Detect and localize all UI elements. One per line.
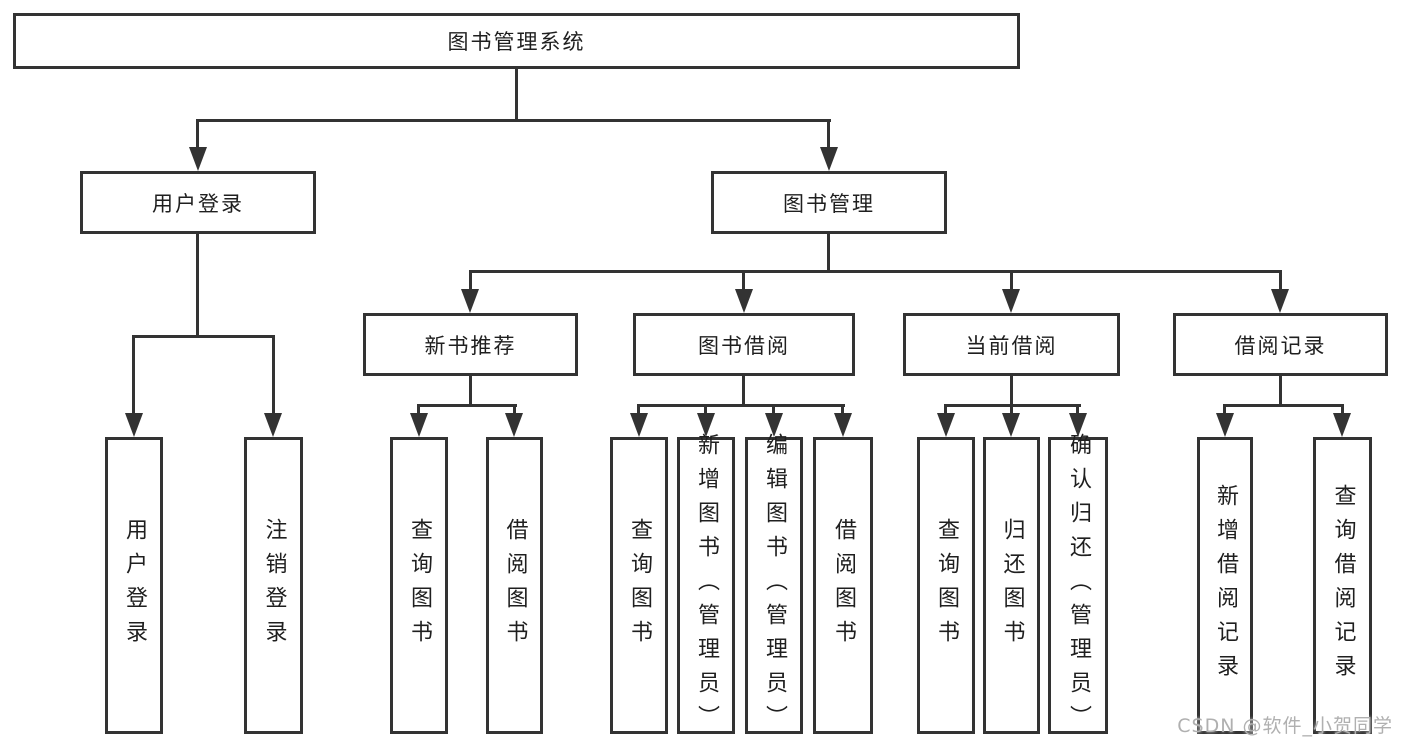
node-borrow-records: 借阅记录 [1173,313,1388,376]
arrow-down-icon [735,289,753,313]
connector-line [742,270,745,291]
leaf-query-borrow-record-label: 查询借阅记录 [1330,483,1356,688]
connector-line [772,404,775,415]
connector-line [1279,270,1282,291]
connector-line [196,234,199,338]
node-book-borrow: 图书借阅 [633,313,855,376]
arrow-down-icon [410,413,428,437]
connector-line [196,119,199,151]
leaf-user-login: 用户登录 [105,437,163,734]
arrow-down-icon [820,147,838,171]
node-user-login: 用户登录 [80,171,316,234]
node-book-borrow-label: 图书借阅 [698,333,790,358]
leaf-query-books-3-label: 查询图书 [934,517,959,654]
connector-line [841,404,844,415]
connector-line [1010,404,1013,415]
leaf-query-books-3: 查询图书 [917,437,975,734]
arrow-down-icon [937,413,955,437]
leaf-borrow-books-1-label: 借阅图书 [502,517,528,654]
connector-line [1341,404,1344,415]
arrow-down-icon [1002,289,1020,313]
connector-line [417,404,420,415]
leaf-borrow-books-1: 借阅图书 [486,437,543,734]
arrow-down-icon [1002,413,1020,437]
arrow-down-icon [697,413,715,437]
leaf-edit-book-admin-label: 编辑图书（管理员） [762,432,787,739]
connector-line [1010,376,1013,407]
node-new-book-recommend-label: 新书推荐 [424,333,517,358]
leaf-confirm-return-admin: 确认归还（管理员） [1048,433,1108,739]
leaf-return-books-label: 归还图书 [999,517,1025,654]
connector-line [469,376,472,407]
connector-line [132,335,135,415]
leaf-borrow-books-2: 借阅图书 [813,437,873,734]
connector-line [196,119,831,122]
arrow-down-icon [765,413,783,437]
connector-line [513,404,516,415]
node-root-label: 图书管理系统 [447,30,586,54]
connector-line [1223,404,1344,407]
connector-line [827,119,830,151]
leaf-query-books-2: 查询图书 [610,437,668,734]
connector-line [417,404,517,407]
leaf-query-borrow-record: 查询借阅记录 [1313,437,1372,734]
leaf-query-books-1: 查询图书 [390,437,448,734]
connector-line [1076,404,1079,415]
node-current-borrow-label: 当前借阅 [965,333,1058,358]
connector-line [469,270,472,291]
leaf-add-borrow-record: 新增借阅记录 [1197,437,1253,734]
arrow-down-icon [1333,413,1351,437]
csdn-watermark: CSDN @软件_小贺同学 [1177,715,1393,737]
connector-line [1223,404,1226,415]
connector-line [1279,376,1282,407]
arrow-down-icon [1271,289,1289,313]
leaf-query-books-2-label: 查询图书 [627,517,652,654]
node-new-book-recommend: 新书推荐 [363,313,578,376]
leaf-add-book-admin: 新增图书（管理员） [677,433,735,739]
connector-line [272,335,275,415]
arrow-down-icon [189,147,207,171]
node-book-management-label: 图书管理 [783,191,875,216]
arrow-down-icon [264,413,282,437]
connector-line [704,404,707,415]
node-book-management: 图书管理 [711,171,947,234]
node-current-borrow: 当前借阅 [903,313,1120,376]
leaf-add-book-admin-label: 新增图书（管理员） [694,432,719,739]
connector-line [515,69,518,122]
leaf-borrow-books-2-label: 借阅图书 [831,517,856,654]
connector-line [132,335,275,338]
connector-line [944,404,947,415]
node-user-login-label: 用户登录 [152,191,244,216]
arrow-down-icon [1069,413,1087,437]
arrow-down-icon [630,413,648,437]
leaf-edit-book-admin: 编辑图书（管理员） [745,433,803,739]
arrow-down-icon [1216,413,1234,437]
connector-line [1010,270,1013,291]
connector-line [637,404,640,415]
leaf-confirm-return-admin-label: 确认归还（管理员） [1066,432,1091,739]
node-borrow-records-label: 借阅记录 [1234,333,1327,358]
leaf-logout-label: 注销登录 [261,517,287,654]
connector-line [742,376,745,407]
connector-line [637,404,845,407]
leaf-logout: 注销登录 [244,437,303,734]
arrow-down-icon [125,413,143,437]
leaf-return-books: 归还图书 [983,437,1040,734]
node-root: 图书管理系统 [13,13,1020,69]
arrow-down-icon [505,413,523,437]
connector-line [469,270,1282,273]
connector-line [827,234,830,273]
arrow-down-icon [834,413,852,437]
leaf-query-books-1-label: 查询图书 [407,517,432,654]
leaf-add-borrow-record-label: 新增借阅记录 [1213,483,1238,688]
arrow-down-icon [461,289,479,313]
leaf-user-login-label: 用户登录 [122,517,147,654]
